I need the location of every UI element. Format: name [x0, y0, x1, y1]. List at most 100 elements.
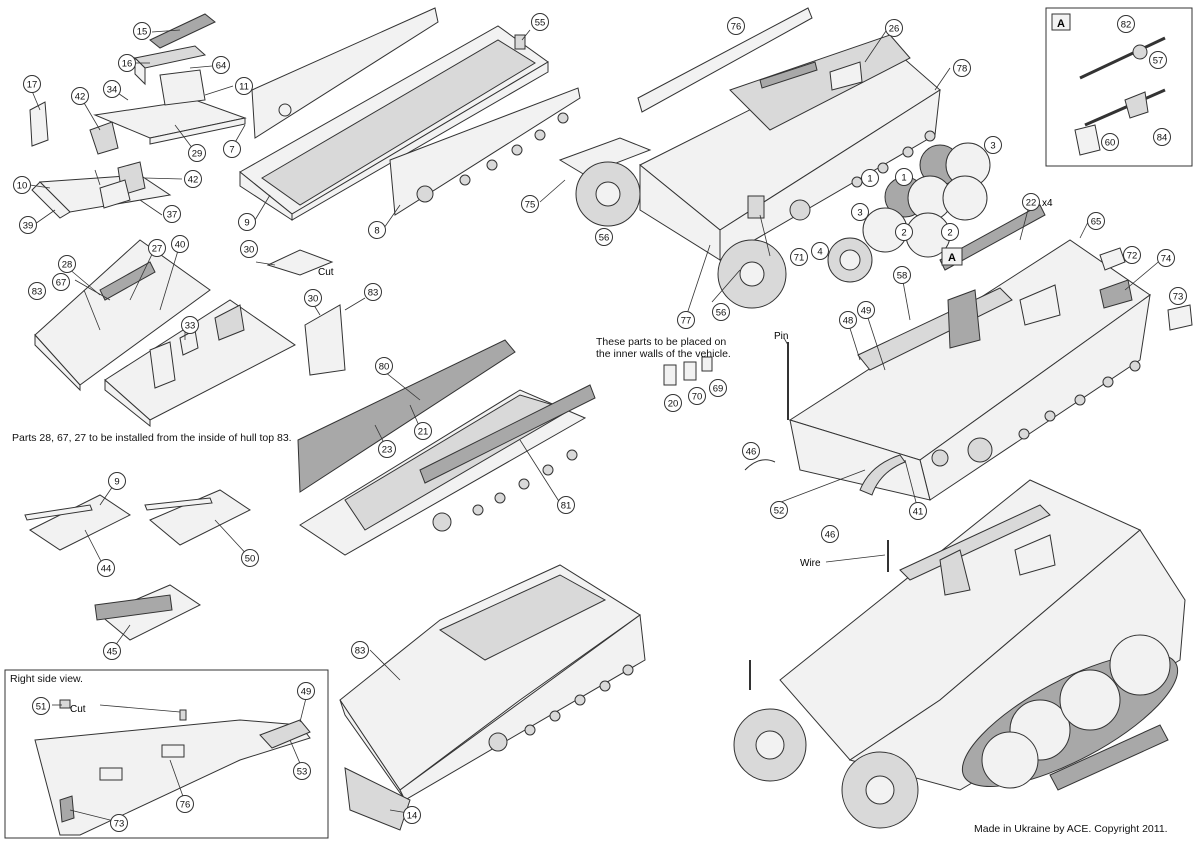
- callout-number: 56: [599, 233, 610, 244]
- callout-circle: [709, 379, 727, 397]
- callout-number: 37: [167, 210, 178, 221]
- detail-a-marker: A: [948, 252, 956, 264]
- interior-subassembly: [29, 13, 247, 219]
- callout-number: 34: [107, 85, 118, 96]
- cut-label-1: Cut: [318, 267, 334, 278]
- part-callout: 78: [953, 59, 971, 77]
- callout-number: 2: [901, 228, 906, 239]
- callout-number: 75: [525, 200, 536, 211]
- part-callout: 50: [241, 549, 259, 567]
- callout-circle: [238, 213, 256, 231]
- callout-number: 8: [374, 226, 379, 237]
- callout-circle: [304, 289, 322, 307]
- callout-circle: [821, 525, 839, 543]
- part-callout: 37: [163, 205, 181, 223]
- install-from-inside-note: Parts 28, 67, 27 to be installed from th…: [12, 432, 292, 444]
- callout-number: 9: [114, 477, 119, 488]
- detail-a-box: [1045, 7, 1193, 167]
- part-callout: 27: [148, 239, 166, 257]
- copyright-note: Made in Ukraine by ACE. Copyright 2011.: [974, 823, 1168, 835]
- part-callout: 49: [857, 301, 875, 319]
- part-callout: 9: [108, 472, 126, 490]
- callout-number: 65: [1091, 217, 1102, 228]
- callout-circle: [857, 301, 875, 319]
- callout-circle: [1123, 246, 1141, 264]
- callout-circle: [941, 223, 959, 241]
- part-callout: 14: [403, 806, 421, 824]
- callout-circle: [184, 170, 202, 188]
- part-callout: 42: [71, 87, 89, 105]
- callout-number: 72: [1127, 251, 1138, 262]
- inner-walls-note: These parts to be placed on the inner wa…: [596, 336, 731, 360]
- callout-circle: [1101, 133, 1119, 151]
- callout-circle: [595, 228, 613, 246]
- part-callout: 55: [531, 13, 549, 31]
- callout-circle: [893, 266, 911, 284]
- callout-circle: [23, 75, 41, 93]
- callout-circle: [895, 168, 913, 186]
- callout-number: 45: [107, 647, 118, 658]
- callout-circle: [839, 311, 857, 329]
- part-callout: 67: [52, 273, 70, 291]
- part-callout: 16: [118, 54, 136, 72]
- frame-details: [24, 489, 251, 641]
- callout-number: 1: [867, 174, 872, 185]
- callout-number: 21: [418, 427, 429, 438]
- part-callout: 29: [188, 144, 206, 162]
- part-callout: 71: [790, 248, 808, 266]
- callout-number: 23: [382, 445, 393, 456]
- callout-number: 30: [308, 294, 319, 305]
- part-callout: 45: [103, 642, 121, 660]
- final-assembly: [733, 479, 1186, 829]
- callout-number: 77: [681, 316, 692, 327]
- callout-number: 22: [1026, 198, 1037, 209]
- callout-number: 26: [889, 24, 900, 35]
- callout-number: 7: [229, 145, 234, 156]
- callout-number: 3: [857, 208, 862, 219]
- callout-number: 83: [368, 288, 379, 299]
- callout-number: 71: [794, 253, 805, 264]
- callout-number: 16: [122, 59, 133, 70]
- callout-circle: [984, 136, 1002, 154]
- callout-number: 46: [746, 447, 757, 458]
- part-callout: 33: [181, 316, 199, 334]
- part-callout: 44: [97, 559, 115, 577]
- leader-lines: [29, 27, 1164, 823]
- callout-number: 20: [668, 399, 679, 410]
- callout-circle: [297, 682, 315, 700]
- callout-number: 48: [843, 316, 854, 327]
- callout-number: 41: [913, 507, 924, 518]
- part-callout: 53: [293, 762, 311, 780]
- callout-circle: [108, 472, 126, 490]
- part-callout: 70: [688, 387, 706, 405]
- part-callout: 7: [223, 140, 241, 158]
- callout-number: 30: [244, 245, 255, 256]
- callout-circle: [133, 22, 151, 40]
- cut-label-2: Cut: [70, 704, 86, 715]
- part-callout: 64: [212, 56, 230, 74]
- callout-number: 70: [692, 392, 703, 403]
- right-side-view: [34, 699, 311, 836]
- part-callout: 26: [885, 19, 903, 37]
- callout-circle: [368, 221, 386, 239]
- callout-circle: [364, 283, 382, 301]
- wire-label: Wire: [800, 558, 821, 569]
- callout-number: 14: [407, 811, 418, 822]
- callout-circle: [677, 311, 695, 329]
- callout-circle: [895, 223, 913, 241]
- callout-number: 42: [75, 92, 86, 103]
- part-callout: 21: [414, 422, 432, 440]
- part-callout: 30: [240, 240, 258, 258]
- part-callout: 80: [375, 357, 393, 375]
- callout-circle: [212, 56, 230, 74]
- callout-circle: [188, 144, 206, 162]
- callout-circle: [58, 255, 76, 273]
- callout-number: 42: [188, 175, 199, 186]
- part-callout: 56: [712, 303, 730, 321]
- callout-circle: [19, 216, 37, 234]
- callout-circle: [770, 501, 788, 519]
- part-callout: 2: [895, 223, 913, 241]
- callout-circle: [712, 303, 730, 321]
